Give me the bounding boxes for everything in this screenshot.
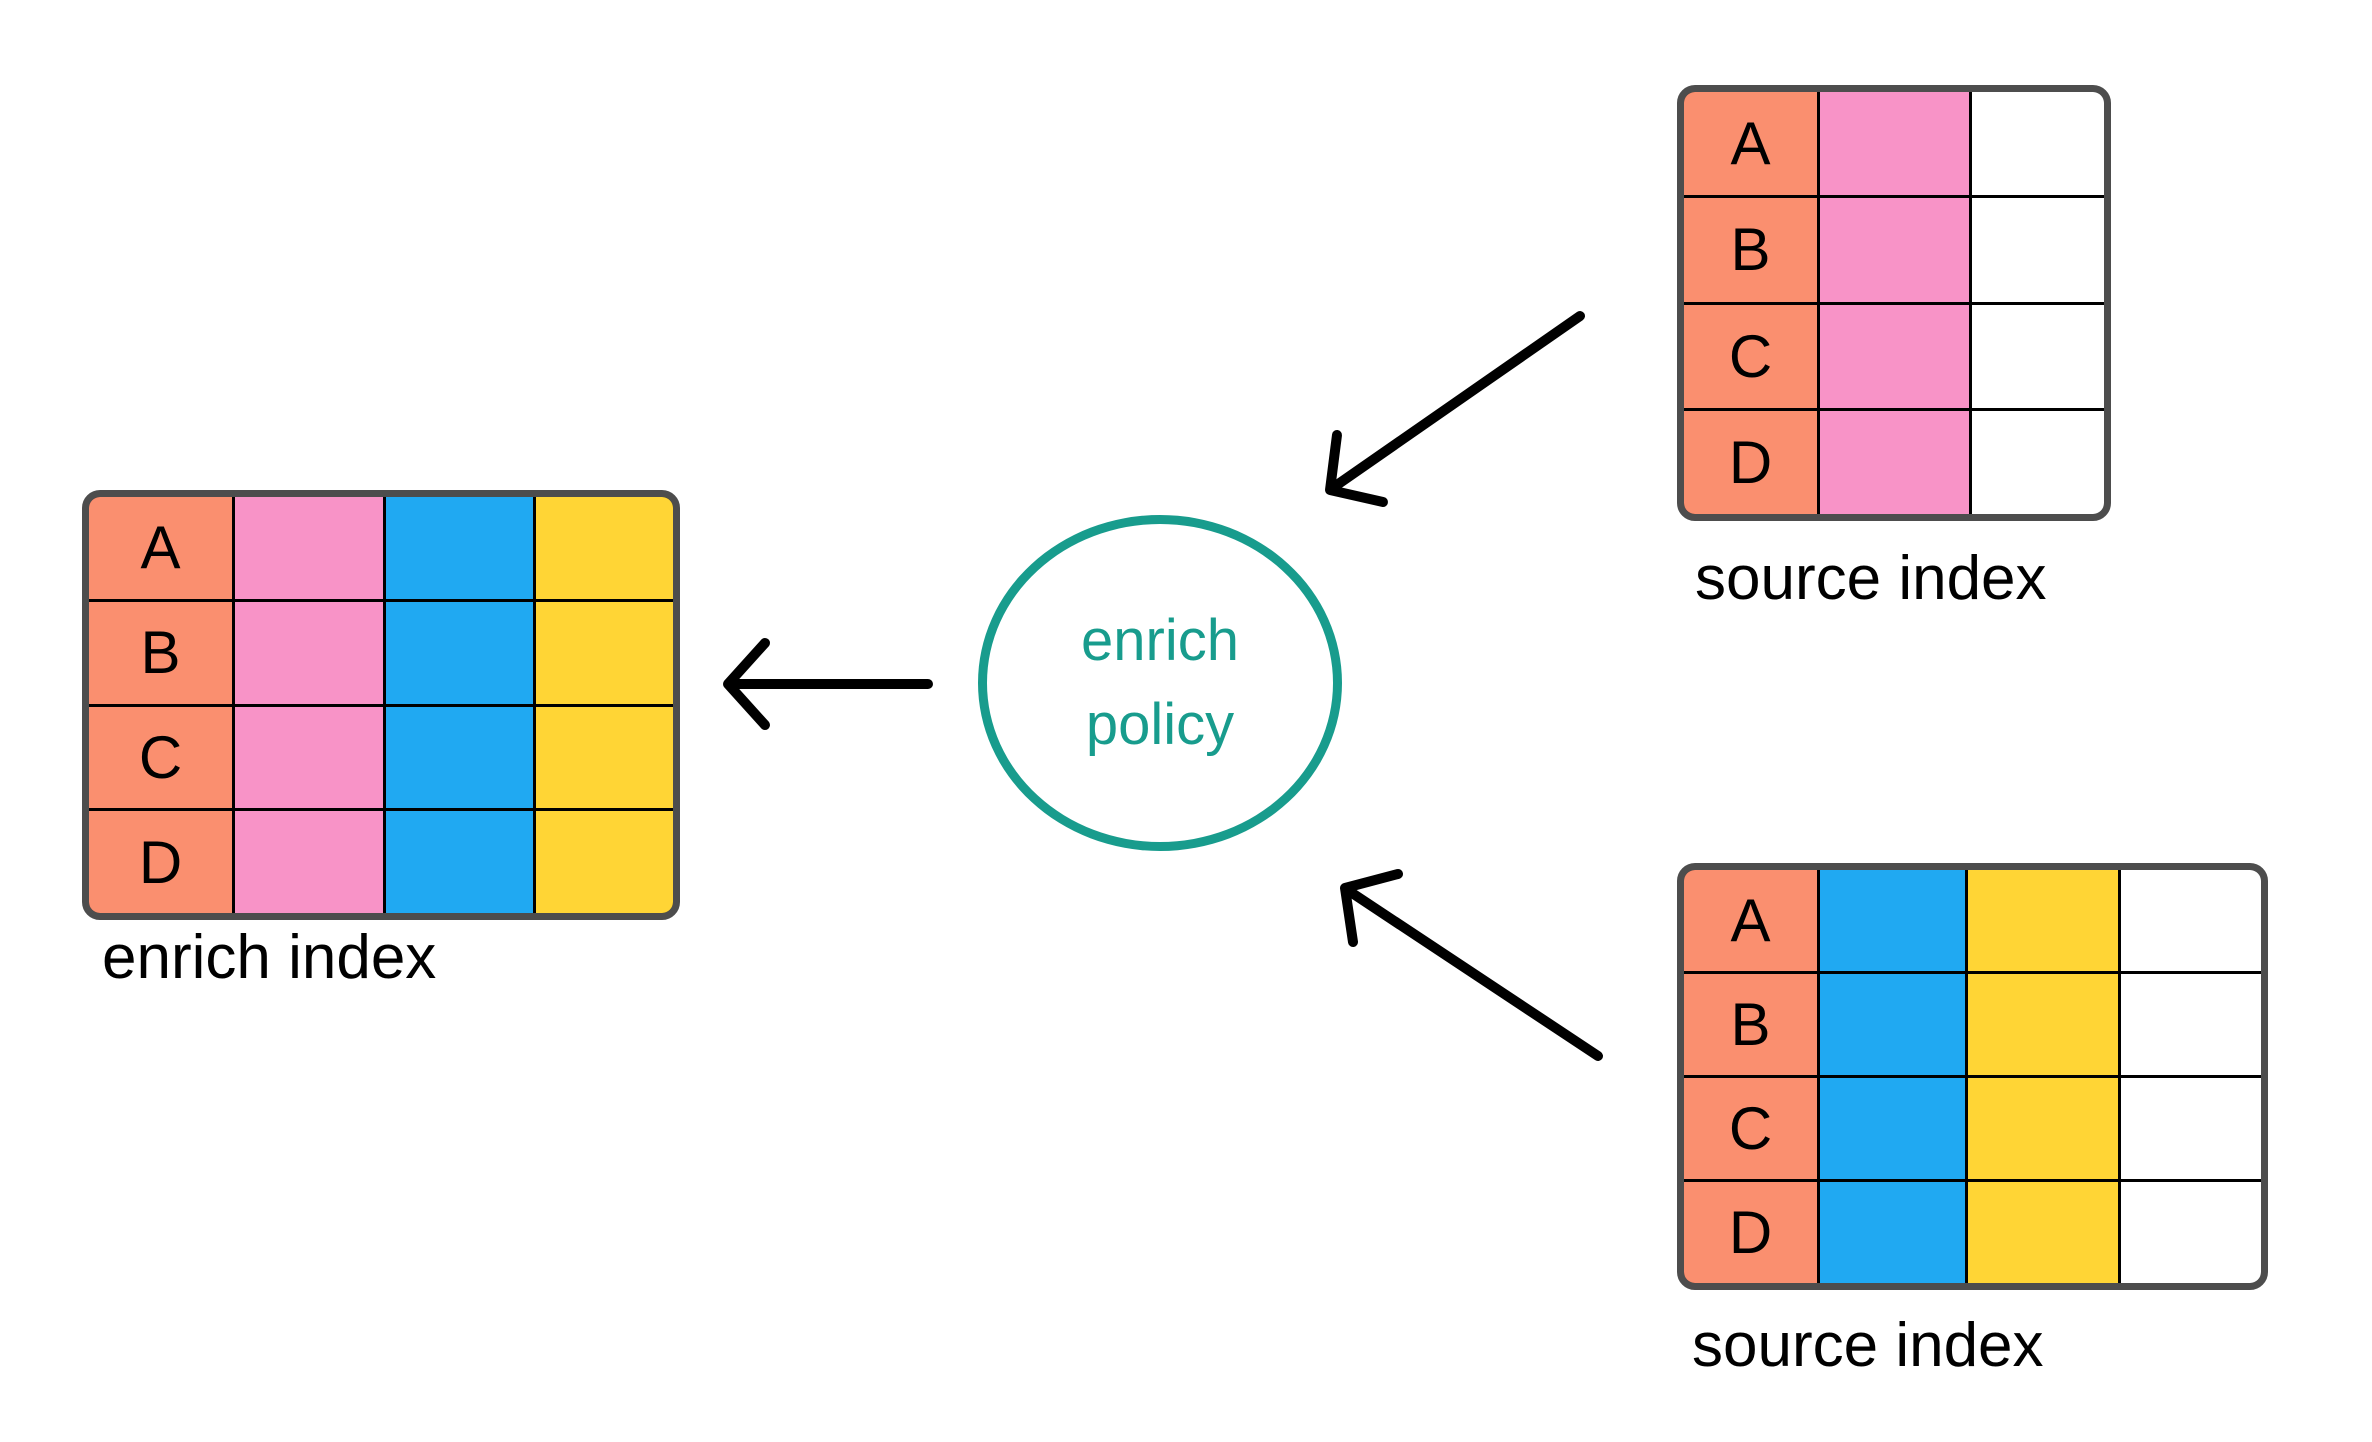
data-cell [386, 497, 533, 599]
data-cell [536, 497, 673, 599]
data-cell [386, 706, 533, 809]
row-key-cell: C [1684, 1078, 1817, 1179]
data-cell [1820, 870, 1965, 971]
data-cell [386, 601, 533, 704]
enrich-policy-label-line2: policy [1085, 692, 1235, 757]
row-key-cell: B [1684, 974, 1817, 1075]
enrich-index-label: enrich index [102, 923, 437, 992]
data-cell [2121, 974, 2261, 1075]
data-cell [1820, 974, 1965, 1075]
row-key-cell: D [89, 811, 232, 913]
data-cell [235, 497, 383, 599]
row-key-cell: A [89, 497, 232, 599]
row-key-cell: B [89, 601, 232, 704]
data-cell [1972, 410, 2104, 514]
data-cell [2121, 1078, 2261, 1179]
data-cell [1820, 198, 1969, 302]
data-cell [1820, 410, 1969, 514]
data-cell [1972, 92, 2104, 196]
source-index-top-label: source index [1695, 544, 2047, 613]
data-cell [386, 811, 533, 913]
data-cell [536, 706, 673, 809]
data-cell [2121, 1182, 2261, 1283]
data-cell [1968, 870, 2118, 971]
row-key-cell: A [1684, 870, 1817, 971]
data-cell [1820, 1078, 1965, 1179]
enrich-policy-circle: enrich policy [978, 515, 1342, 851]
data-cell [1968, 1078, 2118, 1179]
source-index-bottom-label: source index [1692, 1311, 2044, 1380]
data-cell [1820, 304, 1969, 408]
data-cell [536, 811, 673, 913]
arrow-policy-to-enrich-index [723, 638, 933, 730]
data-cell [235, 706, 383, 809]
data-cell [235, 811, 383, 913]
data-cell [1968, 974, 2118, 1075]
data-cell [1972, 198, 2104, 302]
data-cell [536, 601, 673, 704]
enrich-policy-label-line1: enrich [1081, 607, 1239, 673]
arrow-bottom-source-to-policy [1340, 869, 1603, 1061]
data-cell [1820, 1182, 1965, 1283]
row-key-cell: C [89, 706, 232, 809]
row-key-cell: B [1684, 198, 1817, 302]
row-key-cell: C [1684, 304, 1817, 408]
data-cell [1968, 1182, 2118, 1283]
data-cell [1972, 304, 2104, 408]
arrow-top-source-to-policy [1325, 311, 1585, 507]
data-cell [235, 601, 383, 704]
row-key-cell: D [1684, 1182, 1817, 1283]
data-cell [2121, 870, 2261, 971]
row-key-cell: D [1684, 410, 1817, 514]
data-cell [1820, 92, 1969, 196]
row-key-cell: A [1684, 92, 1817, 196]
